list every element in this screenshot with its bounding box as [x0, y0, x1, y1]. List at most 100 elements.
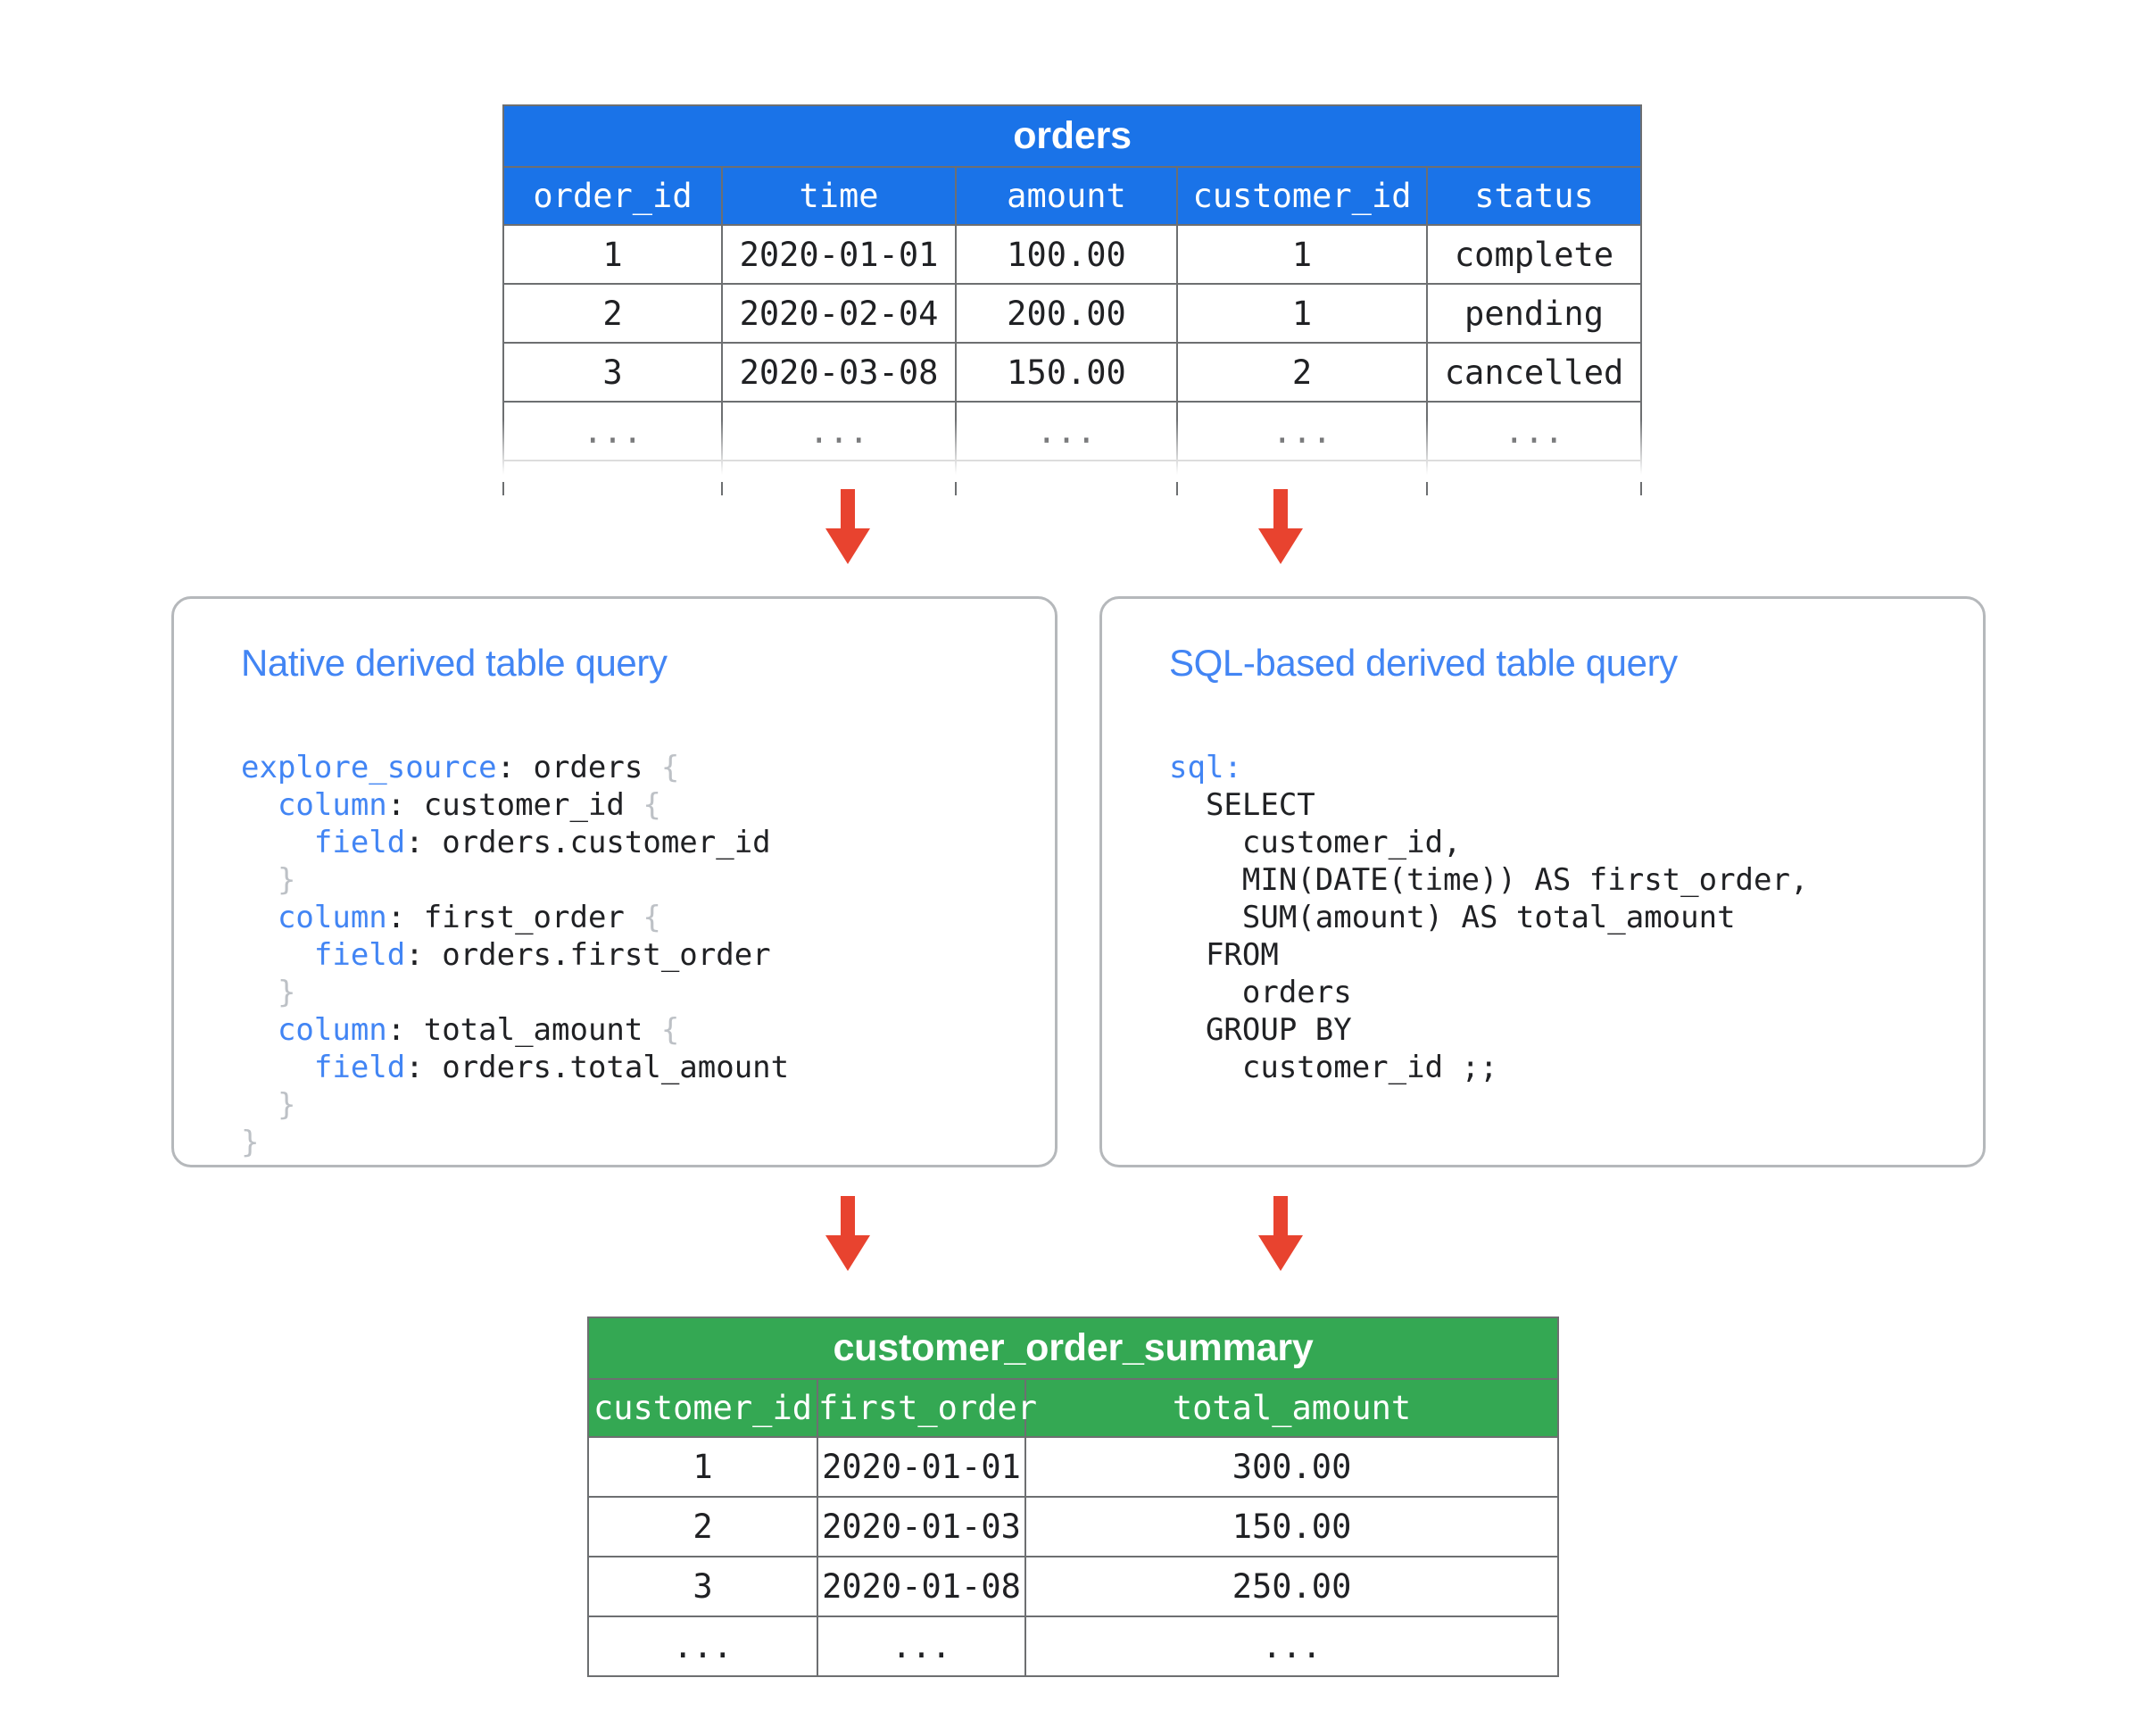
code-token: [241, 862, 278, 898]
cell: ...: [817, 1616, 1026, 1677]
arrow-orders-to-sql-icon: [1258, 489, 1303, 564]
code-token: field: [313, 1050, 406, 1085]
panel-sql-title: SQL-based derived table query: [1169, 642, 1678, 684]
code-token: column: [277, 1012, 387, 1048]
cell: 1: [587, 1436, 818, 1498]
cell: [1425, 460, 1643, 495]
cell: 2: [502, 283, 723, 344]
cell: 2020-01-01: [721, 224, 957, 285]
cell: ...: [502, 401, 723, 461]
cell: 2020-01-03: [817, 1496, 1026, 1557]
arrow-sql-to-summary-icon: [1258, 1196, 1303, 1271]
code-token: [241, 787, 278, 823]
panel-native-derived-table-query: Native derived table query explore_sourc…: [171, 596, 1058, 1167]
cell: 2020-03-08: [721, 342, 957, 403]
panel-native-title: Native derived table query: [241, 642, 668, 684]
cell: 3: [587, 1556, 818, 1617]
cell: [502, 460, 723, 495]
table-header-row: customer_id first_order total_amount: [587, 1378, 1560, 1438]
cell: ...: [587, 1616, 818, 1677]
table-row: 2 2020-02-04 200.00 1 pending: [502, 283, 1643, 344]
result-col-header-first-order: first_order: [817, 1378, 1037, 1438]
code-token: {: [643, 787, 661, 823]
cell: 1: [1176, 283, 1428, 344]
cell: 300.00: [1024, 1436, 1560, 1498]
cell: ...: [721, 401, 957, 461]
arrow-native-to-summary-icon: [825, 1196, 870, 1271]
cell: 2020-01-01: [817, 1436, 1026, 1498]
code-token: customer_id ;;: [1169, 1050, 1498, 1085]
code-token: : first_order: [386, 900, 643, 935]
code-token: orders: [1169, 975, 1352, 1010]
code-token: MIN(DATE(time)) AS first_order,: [1169, 862, 1809, 898]
table-row: 3 2020-03-08 150.00 2 cancelled: [502, 342, 1643, 403]
cell: 2020-01-08: [817, 1556, 1026, 1617]
result-table-customer-order-summary: customer_order_summary customer_id first…: [586, 1317, 1560, 1677]
code-token: :: [1223, 750, 1242, 785]
source-col-header-customer-id: customer_id: [1176, 166, 1428, 226]
code-token: {: [643, 900, 661, 935]
cell: 100.00: [955, 224, 1178, 285]
cell: cancelled: [1425, 342, 1643, 403]
code-token: }: [277, 1087, 296, 1123]
code-token: : orders.first_order: [405, 937, 771, 973]
code-token: {: [660, 1012, 680, 1048]
code-token: [241, 1012, 278, 1048]
code-token: : orders.total_amount: [405, 1050, 790, 1085]
code-token: }: [241, 1125, 260, 1160]
table-row: 1 2020-01-01 100.00 1 complete: [502, 224, 1643, 285]
code-token: : orders: [496, 750, 661, 785]
code-token: : orders.customer_id: [405, 825, 771, 860]
code-token: [241, 1050, 314, 1085]
result-table-title: customer_order_summary: [586, 1317, 1560, 1380]
cell: ...: [955, 401, 1178, 461]
code-token: [241, 937, 314, 973]
code-token: }: [277, 862, 296, 898]
code-token: : total_amount: [386, 1012, 661, 1048]
cell: 2020-02-04: [721, 283, 957, 344]
table-row: 3 2020-01-08 250.00: [587, 1556, 1560, 1617]
table-title-row: orders: [502, 104, 1643, 168]
panel-sql-based-derived-table-query: SQL-based derived table query sql: SELEC…: [1099, 596, 1986, 1167]
cell: 1: [502, 224, 723, 285]
source-col-header-time: time: [721, 166, 957, 226]
source-table-title: orders: [502, 104, 1643, 168]
code-token: sql: [1169, 750, 1224, 785]
cell: 200.00: [955, 283, 1178, 344]
cell: ...: [1425, 401, 1643, 461]
code-token: column: [277, 900, 387, 935]
code-token: {: [660, 750, 680, 785]
panel-native-code: explore_source: orders { column : custome…: [241, 749, 789, 1161]
cell: complete: [1425, 224, 1643, 285]
cell: ...: [1176, 401, 1428, 461]
source-col-header-status: status: [1425, 166, 1643, 226]
code-token: }: [277, 975, 296, 1010]
table-row-ellipsis: ... ... ... ... ...: [502, 401, 1643, 461]
code-token: [241, 900, 278, 935]
code-token: : customer_id: [386, 787, 643, 823]
source-col-header-order-id: order_id: [502, 166, 723, 226]
result-col-header-total-amount: total_amount: [1024, 1378, 1560, 1438]
cell: 2: [1176, 342, 1428, 403]
cell: 250.00: [1024, 1556, 1560, 1617]
code-token: SUM(amount) AS total_amount: [1169, 900, 1736, 935]
cell: 2: [587, 1496, 818, 1557]
code-token: explore_source: [241, 750, 497, 785]
code-token: GROUP BY: [1169, 1012, 1352, 1048]
cell: ...: [1024, 1616, 1560, 1677]
code-token: SELECT: [1169, 787, 1315, 823]
table-row: 2 2020-01-03 150.00: [587, 1496, 1560, 1557]
cell: [955, 460, 1178, 495]
code-token: field: [313, 937, 406, 973]
panel-sql-code: sql: SELECT customer_id, MIN(DATE(time))…: [1169, 749, 1808, 1086]
source-col-header-amount: amount: [955, 166, 1178, 226]
cell: 150.00: [1024, 1496, 1560, 1557]
result-col-header-customer-id: customer_id: [587, 1378, 818, 1438]
code-token: [241, 1087, 278, 1123]
code-token: customer_id,: [1169, 825, 1462, 860]
code-token: [241, 975, 278, 1010]
code-token: FROM: [1169, 937, 1279, 973]
code-token: field: [313, 825, 406, 860]
code-token: [241, 825, 314, 860]
cell: 3: [502, 342, 723, 403]
